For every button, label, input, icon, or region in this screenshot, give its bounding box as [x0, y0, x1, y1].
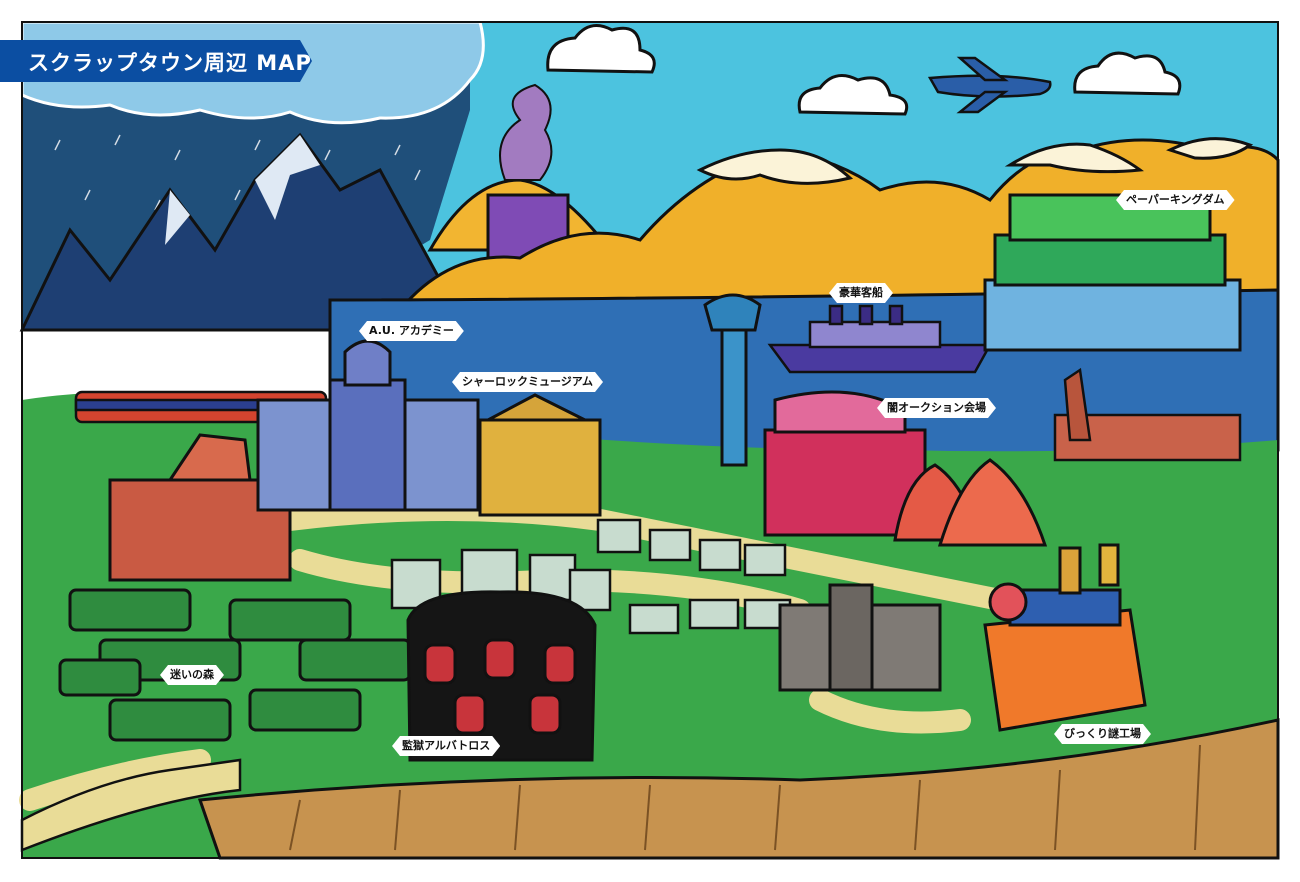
- prison-building: [406, 590, 597, 762]
- factory-building: [983, 543, 1147, 732]
- label-auction-hall[interactable]: 闇オークション会場: [877, 398, 996, 418]
- label-paper-kingdom[interactable]: ペーパーキングダム: [1116, 190, 1235, 210]
- label-museum[interactable]: シャーロックミュージアム: [452, 372, 603, 392]
- circus-tents: [893, 458, 1048, 547]
- label-factory[interactable]: びっくり謎工場: [1054, 724, 1151, 744]
- label-prison[interactable]: 監獄アルバトロス: [392, 736, 500, 756]
- label-academy[interactable]: A.U. アカデミー: [359, 321, 464, 341]
- clouds: [546, 24, 1182, 116]
- lake-tower: [703, 293, 762, 467]
- label-lost-forest[interactable]: 迷いの森: [160, 665, 224, 685]
- museum-building: [478, 393, 602, 517]
- mansion-building: [108, 433, 292, 582]
- brick-houses: [1053, 367, 1242, 462]
- academy-building: [256, 339, 480, 512]
- cliff: [197, 718, 1280, 860]
- luxury-liner: [767, 304, 993, 374]
- paper-kingdom-building: [983, 193, 1242, 352]
- gray-school-building: [778, 583, 942, 692]
- label-luxury-liner[interactable]: 豪華客船: [829, 283, 893, 303]
- gray-houses: [390, 518, 792, 635]
- lost-forest-trees: [58, 588, 412, 742]
- airplane: [927, 56, 1052, 114]
- map-title-banner: スクラップタウン周辺 MAP: [0, 40, 312, 82]
- map-title: スクラップタウン周辺 MAP: [28, 51, 312, 75]
